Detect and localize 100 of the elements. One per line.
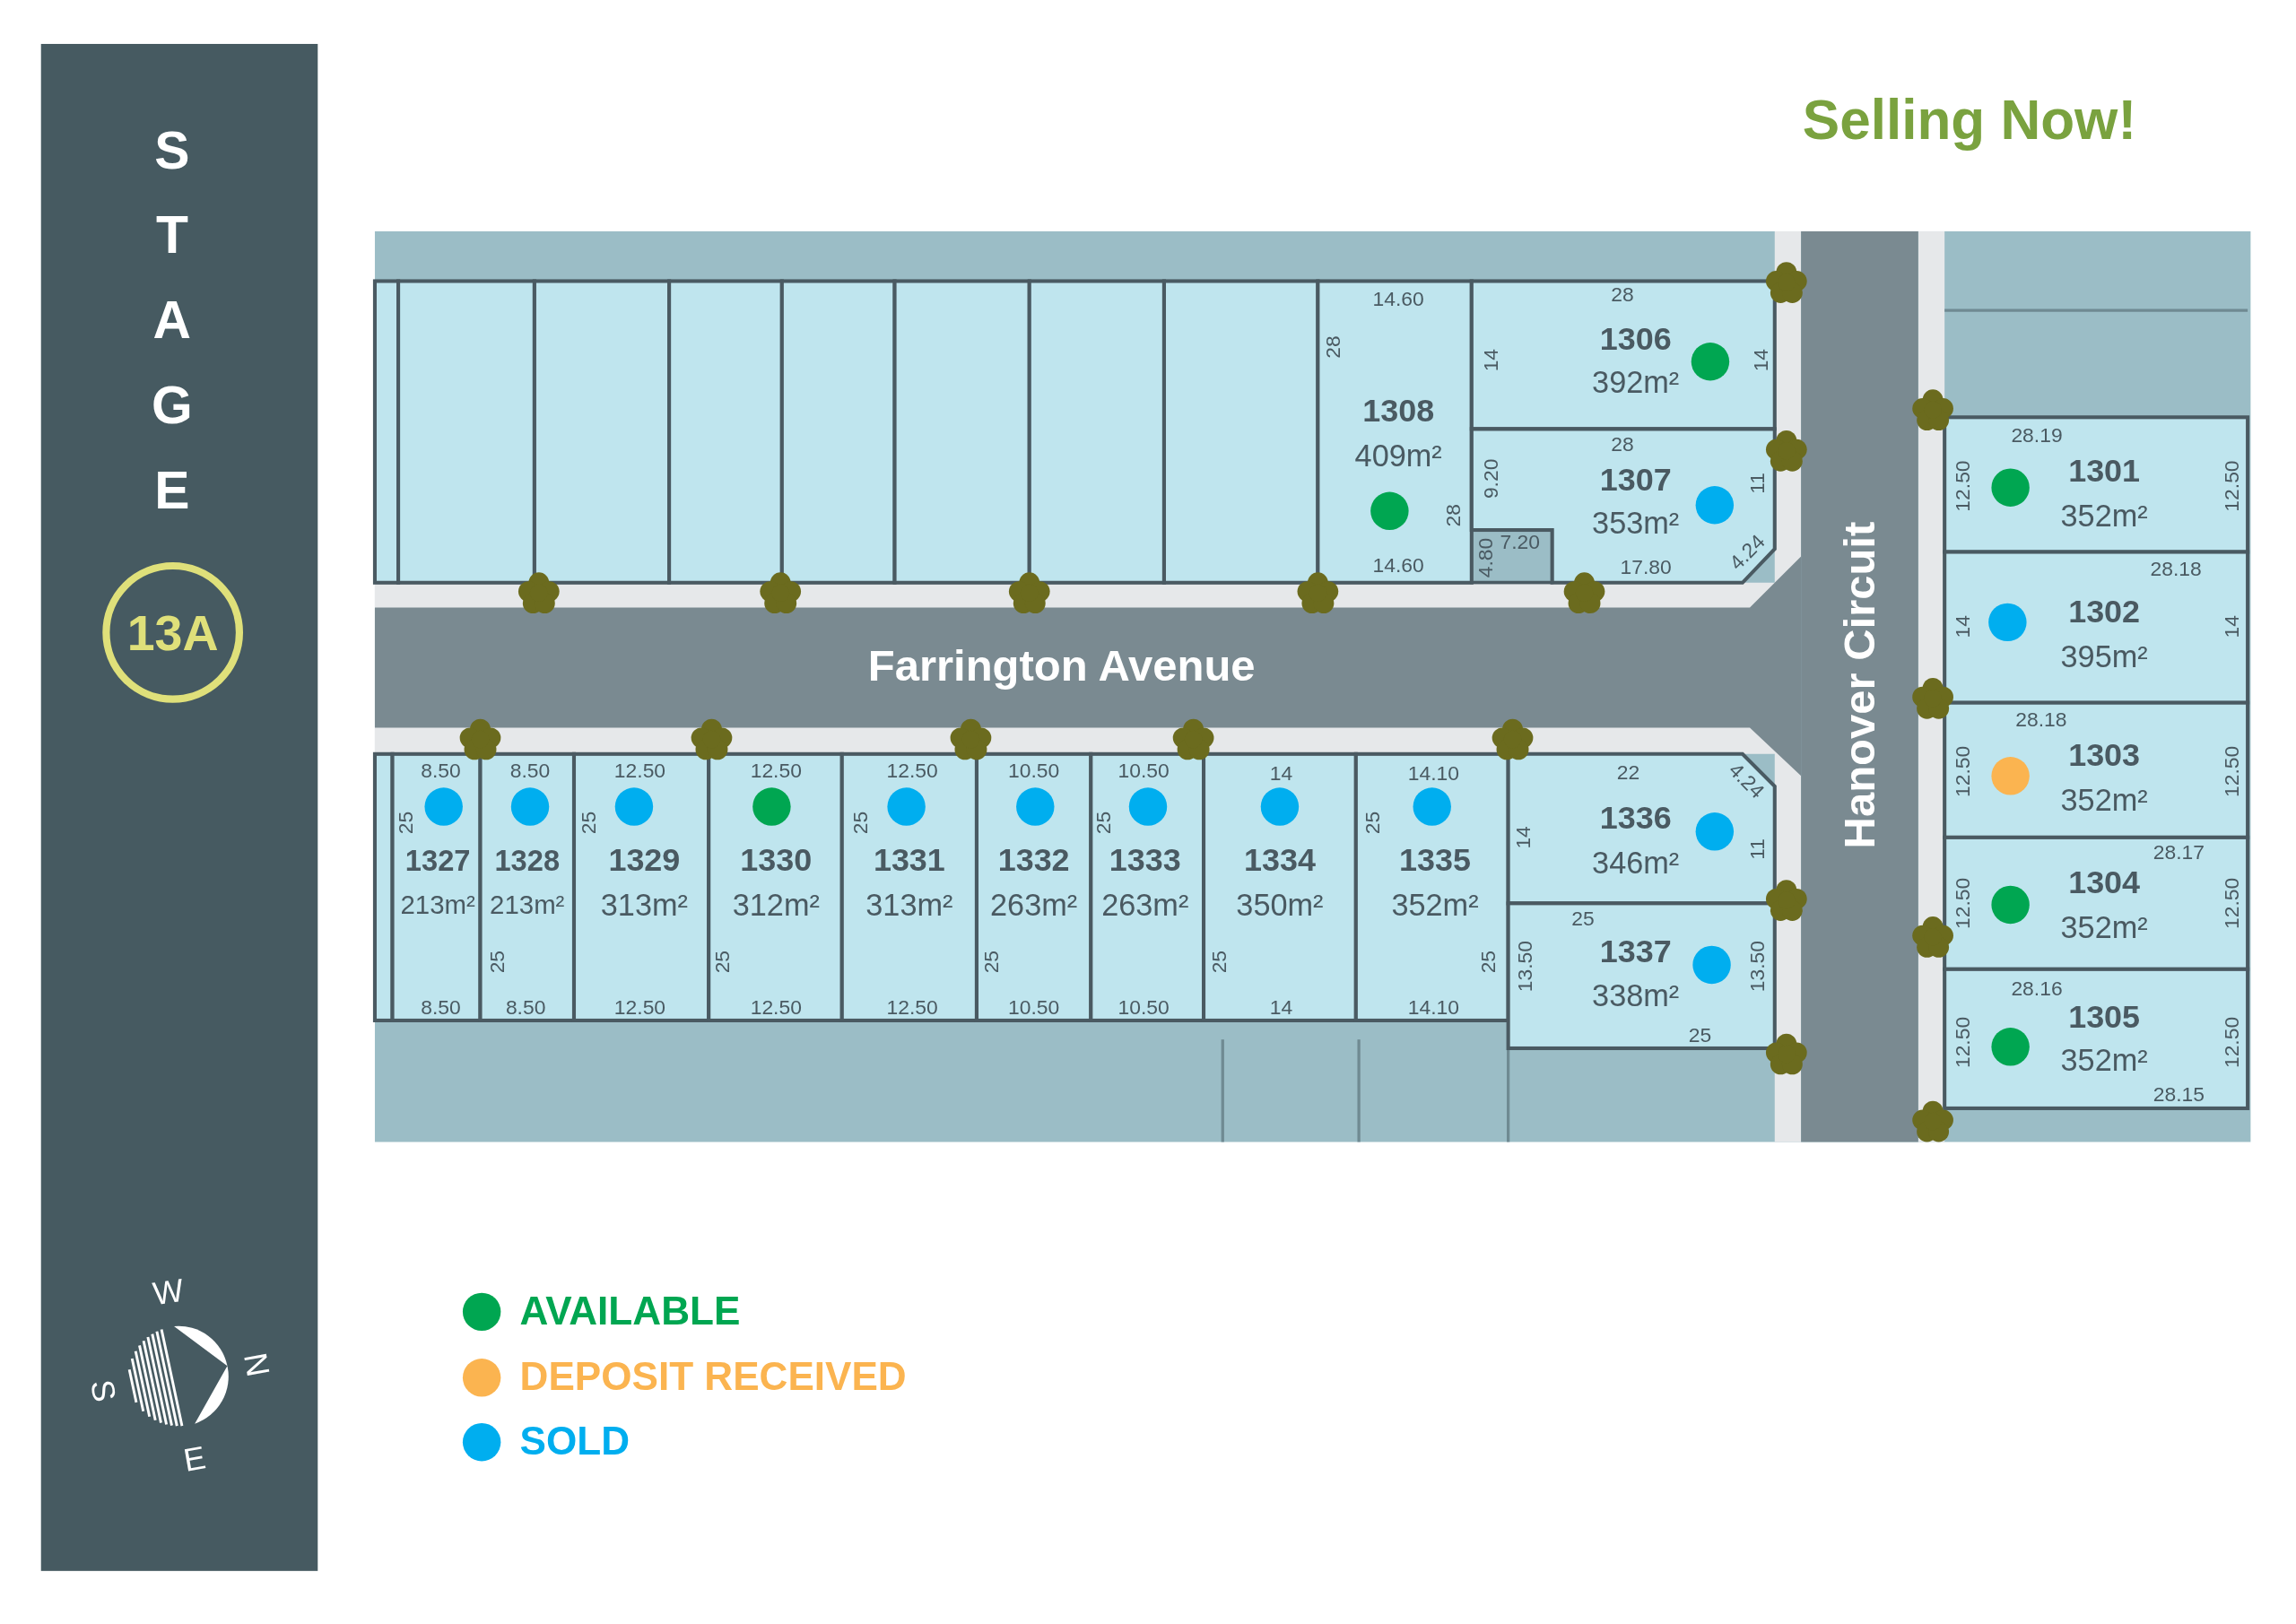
compass-letter: S: [84, 1377, 121, 1404]
dimension-label: 14.10: [1407, 996, 1459, 1018]
lot-parcel: [574, 753, 709, 1020]
dimension-label: 14: [1269, 996, 1293, 1018]
compass-letter: W: [151, 1274, 187, 1311]
dimension-label: 10.50: [1118, 996, 1170, 1018]
lot-area: 346m²: [1592, 847, 1680, 878]
dimension-label: 11: [1746, 472, 1768, 494]
dimension-label: 8.50: [421, 996, 461, 1018]
dimension-label: 12.50: [1952, 877, 1973, 929]
dimension-label: 12.50: [750, 760, 802, 781]
dimension-label: 4.80: [1474, 537, 1495, 578]
lot-area: 312m²: [732, 889, 820, 921]
lot-area: 352m²: [2060, 784, 2148, 815]
lot-number: 1302: [2068, 595, 2141, 629]
dimension-label: 7.20: [1500, 531, 1540, 552]
stage-heading: STAGE: [144, 119, 198, 545]
lot-area: 352m²: [2060, 1044, 2148, 1076]
lot-parcel: [1944, 968, 2248, 1108]
dimension-label: 28.17: [2152, 841, 2205, 863]
lot-parcel: [374, 753, 393, 1020]
dimension-label: 14: [2221, 615, 2242, 638]
lot-parcel: [1944, 837, 2248, 969]
lot-area: 313m²: [865, 889, 953, 921]
lot-area: 263m²: [1101, 889, 1189, 921]
lot-number: 1334: [1243, 845, 1316, 877]
dimension-label: 14: [1952, 615, 1973, 638]
lot-parcel: [1318, 281, 1472, 583]
lot-parcel: [1471, 281, 1775, 430]
lot-parcel: [709, 753, 842, 1020]
lot-area: 313m²: [600, 889, 688, 921]
lot-parcel: [480, 753, 574, 1020]
lot-number: 1303: [2068, 739, 2141, 772]
lot-area: 392m²: [1592, 367, 1680, 398]
lot-parcel: [781, 281, 895, 583]
lot-number: 1336: [1599, 802, 1672, 835]
stage-badge: 13A: [102, 561, 243, 703]
dimension-label: 22: [1616, 761, 1640, 782]
dimension-label: 12.50: [613, 996, 666, 1018]
lot-number: 1304: [2068, 866, 2141, 899]
lot-number: 1333: [1109, 845, 1181, 877]
dimension-label: 11: [1746, 838, 1768, 860]
lot-area: 353m²: [1592, 507, 1680, 538]
dimension-label: 12.50: [750, 996, 802, 1018]
lot-number: 1330: [740, 845, 813, 877]
lot-area: 395m²: [2060, 640, 2148, 672]
lot-number: 1328: [494, 846, 561, 876]
dimension-label: 28: [1442, 504, 1463, 527]
lot-area: 213m²: [490, 891, 565, 918]
dimension-label: 12.50: [886, 760, 938, 781]
lot-number: 1331: [873, 845, 945, 877]
dimension-label: 9.20: [1480, 458, 1501, 499]
lot-area: 338m²: [1592, 980, 1680, 1012]
dimension-label: 10.50: [1008, 760, 1060, 781]
lot-number: 1301: [2068, 455, 2141, 488]
dimension-label: 12.50: [1952, 460, 1973, 512]
dimension-label: 25: [395, 811, 416, 835]
dimension-label: 28.19: [2011, 424, 2063, 446]
lot-area: 352m²: [2060, 911, 2148, 942]
dimension-label: 12.50: [2221, 1016, 2242, 1069]
dimension-label: 14: [1512, 826, 1534, 849]
lot-number: 1335: [1399, 845, 1471, 877]
dimension-label: 14: [1269, 762, 1293, 784]
dimension-label: 25: [848, 811, 870, 835]
lot-parcel: [1163, 281, 1318, 583]
lot-area: 352m²: [2060, 499, 2148, 531]
dimension-label: 25: [1361, 811, 1383, 835]
dimension-label: 25: [980, 950, 1002, 974]
dimension-label: 12.50: [613, 760, 666, 781]
dimension-label: 28.18: [2150, 558, 2202, 578]
dimension-label: 28: [1322, 335, 1344, 359]
dimension-label: 12.50: [1952, 745, 1973, 797]
lot-area: 352m²: [1391, 889, 1479, 921]
dimension-label: 12.50: [2221, 877, 2242, 929]
dimension-label: 25: [1688, 1024, 1712, 1046]
lot-parcel: [841, 753, 977, 1020]
dimension-label: 4.24: [1725, 530, 1769, 574]
lot-parcel: [977, 753, 1091, 1020]
dimension-label: 25: [1207, 950, 1229, 974]
dimension-label: 10.50: [1118, 760, 1170, 781]
dimension-label: 25: [486, 950, 507, 974]
dimension-label: 28.16: [2011, 977, 2063, 999]
dimension-label: 25: [1477, 950, 1499, 974]
dimension-label: 25: [1571, 908, 1595, 929]
lot-parcel: [1204, 753, 1356, 1020]
dimension-label: 10.50: [1008, 996, 1060, 1018]
lot-parcel: [398, 281, 535, 583]
compass-letter: N: [239, 1350, 276, 1379]
dimension-label: 4.24: [1725, 759, 1769, 802]
lot-parcel: [1944, 702, 2248, 838]
lot-parcel: [1508, 753, 1775, 904]
dimension-label: 12.50: [886, 996, 938, 1018]
lot-number: 1332: [997, 845, 1070, 877]
dimension-label: 25: [711, 950, 733, 974]
lot-number: 1329: [608, 845, 681, 877]
lot-number: 1308: [1362, 395, 1435, 428]
lot-parcel: [534, 281, 670, 583]
dimension-label: 8.50: [509, 760, 551, 781]
lot-parcel: [1355, 753, 1509, 1020]
lot-number: 1307: [1599, 464, 1672, 497]
